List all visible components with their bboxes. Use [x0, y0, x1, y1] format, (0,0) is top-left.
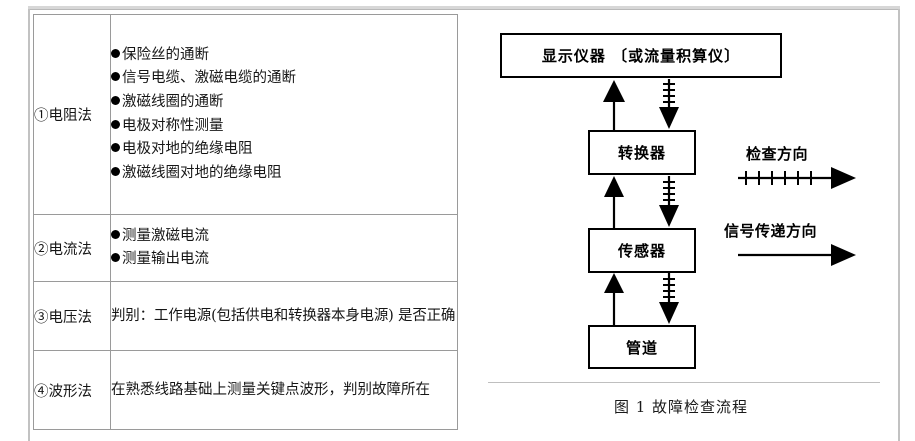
- list-item-label: 激磁线圈对地的绝缘电阻: [122, 164, 282, 181]
- method-name-current: ②电流法: [33, 214, 111, 283]
- bullet-dot-icon: [111, 143, 120, 153]
- fault-method-table: ①电阻法 保险丝的通断 信号电缆、激磁电缆的通断 激磁线圈的通断 电极对称性测量…: [33, 13, 458, 430]
- bullet-dot-icon: [111, 96, 120, 106]
- method-name-voltage: ③电压法: [33, 281, 111, 352]
- method-detail-text: 在熟悉线路基础上测量关键点波形，判别故障所在: [111, 381, 430, 398]
- fault-inspection-flow-figure: 显示仪器 〔或流量积算仪〕 转换器 传感器 管道: [466, 10, 896, 438]
- arrow-down-converter-to-sensor: [659, 176, 679, 227]
- flow-box-display-instrument: 显示仪器 〔或流量积算仪〕: [500, 33, 782, 78]
- method-detail-resistance: 保险丝的通断 信号电缆、激磁电缆的通断 激磁线圈的通断 电极对称性测量 电极对地…: [110, 13, 458, 216]
- legend-arrow-signal-direction: [738, 244, 856, 266]
- list-item-label: 激磁线圈的通断: [122, 94, 224, 111]
- list-item-label: 电极对地的绝缘电阻: [122, 141, 253, 158]
- list-item-label: 电极对称性测量: [122, 117, 224, 134]
- bullet-dot-icon: [111, 253, 120, 263]
- legend-label-check-direction: 检查方向: [746, 145, 809, 163]
- table-row: ②电流法 测量激磁电流 测量输出电流: [33, 214, 458, 283]
- arrow-up-sensor-to-converter: [604, 176, 624, 228]
- arrow-up-converter-to-display: [603, 80, 625, 130]
- method-name-resistance: ①电阻法: [33, 13, 111, 216]
- bullet-dot-icon: [111, 166, 120, 176]
- flow-connector-arrows: [603, 79, 679, 325]
- list-item-label: 信号电缆、激磁电缆的通断: [122, 70, 296, 87]
- list-item: 激磁线圈的通断: [111, 91, 457, 115]
- list-item: 电极对称性测量: [111, 115, 457, 139]
- bullet-dot-icon: [111, 72, 120, 82]
- flow-box-converter: 转换器: [588, 130, 696, 175]
- method-name-waveform: ④波形法: [33, 350, 111, 430]
- page-frame-left-edge: [28, 9, 30, 441]
- page-frame-top-edge: [28, 6, 900, 9]
- figure-caption: 图 1 故障检查流程: [613, 398, 749, 416]
- list-item: 保险丝的通断: [111, 44, 457, 68]
- list-item: 激磁线圈对地的绝缘电阻: [111, 162, 457, 186]
- bullet-list: 保险丝的通断 信号电缆、激磁电缆的通断 激磁线圈的通断 电极对称性测量 电极对地…: [111, 44, 457, 186]
- legend-label-signal-direction: 信号传递方向: [724, 222, 818, 240]
- bullet-dot-icon: [111, 48, 120, 58]
- flow-box-pipe: 管道: [588, 325, 696, 369]
- page-frame-right-edge: [898, 9, 900, 441]
- list-item: 电极对地的绝缘电阻: [111, 138, 457, 162]
- list-item-label: 保险丝的通断: [122, 46, 209, 63]
- arrow-down-sensor-to-pipe: [659, 273, 679, 324]
- list-item: 信号电缆、激磁电缆的通断: [111, 67, 457, 91]
- arrow-up-pipe-to-sensor: [604, 273, 624, 325]
- method-detail-voltage: 判别：工作电源(包括供电和转换器本身电源) 是否正确: [110, 281, 458, 352]
- table-row: ④波形法 在熟悉线路基础上测量关键点波形，判别故障所在: [33, 350, 458, 430]
- flow-box-sensor: 传感器: [588, 228, 696, 273]
- list-item-label: 测量输出电流: [122, 251, 209, 268]
- bullet-list: 测量激磁电流 测量输出电流: [111, 225, 457, 272]
- figure-divider-rule: [488, 382, 880, 383]
- list-item: 测量输出电流: [111, 248, 457, 272]
- list-item-label: 测量激磁电流: [122, 227, 209, 244]
- bullet-dot-icon: [111, 229, 120, 239]
- arrow-down-display-to-converter: [659, 79, 679, 129]
- method-detail-waveform: 在熟悉线路基础上测量关键点波形，判别故障所在: [110, 350, 458, 430]
- table-row: ③电压法 判别：工作电源(包括供电和转换器本身电源) 是否正确: [33, 281, 458, 352]
- legend-arrow-check-direction: [738, 167, 856, 189]
- method-detail-text: 判别：工作电源(包括供电和转换器本身电源) 是否正确: [111, 307, 456, 324]
- page-frame-top-line: [28, 9, 900, 10]
- method-detail-current: 测量激磁电流 测量输出电流: [110, 214, 458, 283]
- table-row: ①电阻法 保险丝的通断 信号电缆、激磁电缆的通断 激磁线圈的通断 电极对称性测量…: [33, 13, 458, 216]
- list-item: 测量激磁电流: [111, 225, 457, 249]
- bullet-dot-icon: [111, 119, 120, 129]
